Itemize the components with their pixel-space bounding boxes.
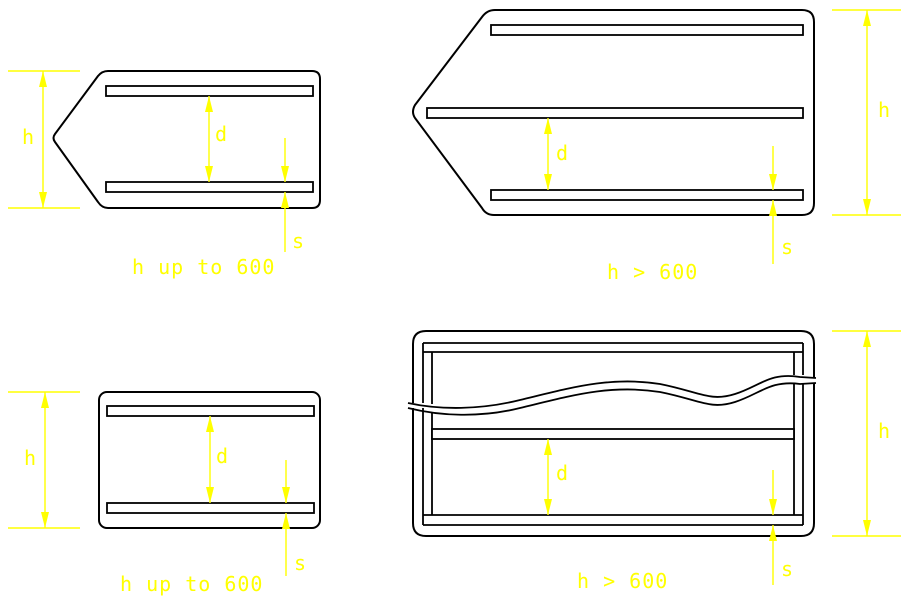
section-outline-lower [412, 383, 815, 537]
section-outline-upper [412, 330, 815, 403]
panel-top-right: h d s h > 600 [412, 9, 901, 284]
top-bar [490, 24, 804, 36]
distance-label: d [556, 461, 568, 485]
caption-top-left: h up to 600 [132, 255, 275, 279]
middle-bar [426, 107, 804, 119]
middle-bar [431, 428, 795, 440]
spacing-label: s [294, 551, 306, 575]
panel-top-left: h d s h up to 600 [8, 70, 321, 279]
height-label: h [878, 419, 890, 443]
spacing-label: s [781, 557, 793, 581]
height-label: h [878, 98, 890, 122]
bottom-bar [106, 502, 315, 514]
caption-bottom-left: h up to 600 [120, 572, 263, 596]
top-bar [105, 85, 314, 97]
caption-bottom-right: h > 600 [577, 569, 668, 593]
panel-bottom-left: h d s h up to 600 [8, 391, 321, 596]
distance-label: d [216, 444, 228, 468]
section-outline [98, 391, 321, 529]
break-line [407, 375, 817, 409]
caption-top-right: h > 600 [607, 260, 698, 284]
distance-label: d [215, 122, 227, 146]
bottom-bar [105, 181, 314, 193]
spacing-label: s [781, 235, 793, 259]
distance-label: d [556, 141, 568, 165]
height-label: h [22, 125, 34, 149]
panel-bottom-right: h d s h > 600 [407, 330, 901, 593]
spacing-label: s [292, 229, 304, 253]
section-outline [52, 70, 321, 209]
height-label: h [24, 446, 36, 470]
section-outline [412, 9, 815, 216]
bottom-bar [490, 189, 804, 201]
top-bar [106, 405, 315, 417]
break-line-lower [407, 382, 817, 416]
